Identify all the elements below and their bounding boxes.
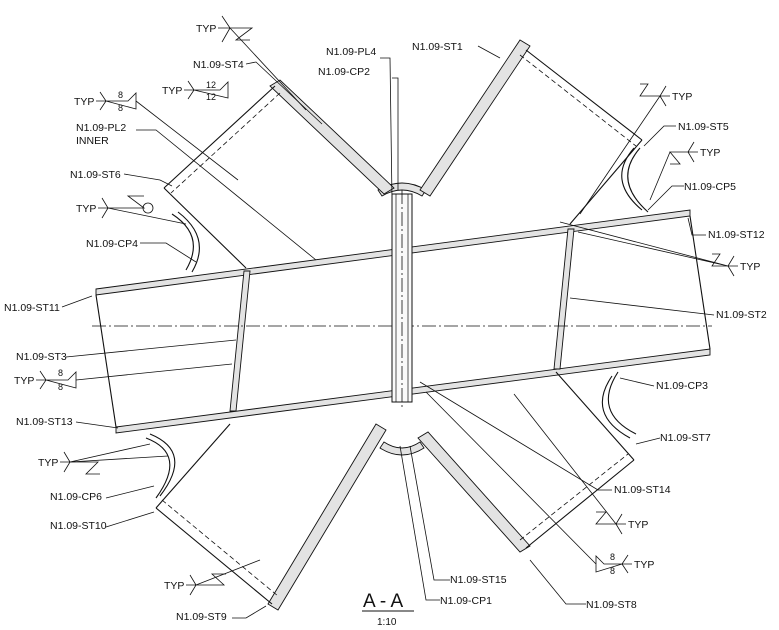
weld-8-d: 8 xyxy=(58,382,63,392)
label-st4: N1.09-ST4 xyxy=(193,59,244,71)
label-st13: N1.09-ST13 xyxy=(16,416,73,428)
label-st14: N1.09-ST14 xyxy=(614,484,671,496)
label-st2: N1.09-ST2 xyxy=(716,309,767,321)
label-st10: N1.09-ST10 xyxy=(50,520,107,532)
label-st6: N1.09-ST6 xyxy=(70,169,121,181)
weld-typ-5: TYP xyxy=(14,375,34,387)
central-plate xyxy=(377,182,427,456)
label-pl2: N1.09-PL2 xyxy=(76,122,126,134)
weld-typ-12: TYP xyxy=(700,147,720,159)
label-pl4: N1.09-PL4 xyxy=(326,46,376,58)
weld-8-c: 8 xyxy=(58,368,63,378)
arm-lower-left xyxy=(145,423,387,611)
arm-upper-left xyxy=(163,79,395,273)
weld-12-a: 12 xyxy=(206,80,216,90)
leader-lines xyxy=(61,45,715,619)
arm-ll-flange xyxy=(267,423,387,611)
arm-ul-flange xyxy=(269,79,395,195)
section-scale: 1:10 xyxy=(377,617,397,628)
label-st1: N1.09-ST1 xyxy=(412,41,463,53)
label-st7: N1.09-ST7 xyxy=(660,432,711,444)
weld-typ-3: TYP xyxy=(162,85,182,97)
label-st8: N1.09-ST8 xyxy=(586,599,637,611)
label-cp2: N1.09-CP2 xyxy=(318,66,370,78)
weld-typ-8: TYP xyxy=(628,519,648,531)
label-cp4: N1.09-CP4 xyxy=(86,238,138,250)
label-st15: N1.09-ST15 xyxy=(450,574,507,586)
weld-8-b: 8 xyxy=(118,103,123,113)
weld-8-e: 8 xyxy=(610,552,615,562)
weld-typ-11: TYP xyxy=(672,91,692,103)
weld-typ-1: TYP xyxy=(196,23,216,35)
weld-typ-9: TYP xyxy=(634,559,654,571)
label-cp3: N1.09-CP3 xyxy=(656,380,708,392)
left-end-plate xyxy=(95,294,117,428)
label-pl2-inner: INNER xyxy=(76,135,109,147)
section-title: A - A 1:10 xyxy=(362,591,414,628)
label-st5: N1.09-ST5 xyxy=(678,121,729,133)
weld-typ-10: TYP xyxy=(740,261,760,273)
arm-lower-right xyxy=(417,371,637,553)
stiffener-st2 xyxy=(553,228,575,370)
weld-typ-7: TYP xyxy=(164,580,184,592)
arm-upper-right xyxy=(419,39,649,225)
label-st12: N1.09-ST12 xyxy=(708,229,765,241)
weld-symbols: TYP TYP 8 8 TYP 12 12 TYP TYP 8 8 TYP TY… xyxy=(14,15,760,596)
arm-ur-flange xyxy=(419,39,531,197)
label-cp5: N1.09-CP5 xyxy=(684,181,736,193)
weld-8-f: 8 xyxy=(610,566,615,576)
weld-8-a: 8 xyxy=(118,90,123,100)
label-cp6: N1.09-CP6 xyxy=(50,491,102,503)
label-st11: N1.09-ST11 xyxy=(4,302,60,314)
section-title-text: A - A xyxy=(363,591,403,612)
right-end-plate xyxy=(689,215,711,350)
labels: N1.09-PL4 N1.09-CP2 N1.09-ST1 N1.09-ST4 … xyxy=(4,41,767,623)
label-st9: N1.09-ST9 xyxy=(176,611,227,623)
label-st3: N1.09-ST3 xyxy=(16,351,67,363)
arm-lr-flange xyxy=(417,431,531,553)
weld-typ-4: TYP xyxy=(76,203,96,215)
weld-typ-2: TYP xyxy=(74,96,94,108)
stiffener-st3 xyxy=(229,270,251,412)
weld-12-b: 12 xyxy=(206,92,216,102)
label-cp1: N1.09-CP1 xyxy=(440,595,492,607)
bottom-flange xyxy=(115,348,711,434)
weld-typ-6: TYP xyxy=(38,457,58,469)
